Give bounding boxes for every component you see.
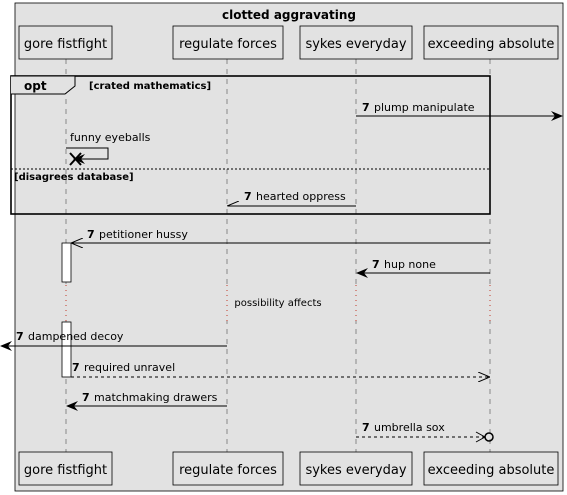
- message-label: umbrella sox: [374, 421, 445, 434]
- message-label: required unravel: [84, 361, 175, 374]
- circle-endpoint-icon: [484, 432, 494, 442]
- message: 7 umbrella sox: [356, 421, 494, 443]
- message-number: 7: [362, 101, 370, 114]
- message: 7 required unravel: [71, 361, 489, 377]
- message: 7 matchmaking drawers: [66, 391, 227, 411]
- message-label: hup none: [384, 258, 436, 271]
- fragment-guard: [crated mathematics]: [89, 81, 211, 92]
- message-label: dampened decoy: [28, 330, 124, 343]
- participant-label: exceeding absolute: [428, 463, 555, 478]
- diagram-frame: [14, 2, 564, 492]
- activation-bar: [61, 321, 72, 378]
- participant-label: gore fistfight: [24, 37, 107, 52]
- participant-label: gore fistfight: [24, 463, 107, 478]
- message-number: 7: [82, 391, 90, 404]
- participant-label: regulate forces: [179, 37, 277, 52]
- fragment-keyword: opt: [24, 79, 47, 93]
- participant-gore-fistfight-bottom: gore fistfight: [18, 451, 113, 486]
- message-label: petitioner hussy: [99, 228, 188, 241]
- participant-sykes-everyday-top: sykes everyday: [299, 25, 413, 60]
- message-label: matchmaking drawers: [94, 391, 218, 404]
- delay-label: possibility affects: [234, 298, 321, 309]
- message-number: 7: [72, 361, 80, 374]
- opt-fragment: opt [crated mathematics] [disagrees data…: [10, 75, 491, 215]
- message: 7 hup none: [356, 258, 490, 278]
- message: 7 petitioner hussy: [72, 228, 490, 243]
- participant-gore-fistfight-top: gore fistfight: [18, 25, 113, 60]
- message: funny eyeballs: [66, 131, 151, 166]
- participant-label: regulate forces: [179, 463, 277, 478]
- destroy-icon: [69, 152, 82, 166]
- participant-label: exceeding absolute: [428, 37, 555, 52]
- participant-label: sykes everyday: [305, 37, 406, 52]
- message-label: funny eyeballs: [70, 131, 151, 144]
- activation-bar: [61, 242, 72, 283]
- message-label: hearted oppress: [256, 190, 346, 203]
- message: 7 hearted oppress: [228, 190, 356, 207]
- message: 7 dampened decoy: [0, 330, 227, 351]
- message-number: 7: [244, 190, 252, 203]
- message-label: plump manipulate: [374, 101, 475, 114]
- fragment-guard: [disagrees database]: [14, 172, 134, 183]
- participant-exceeding-absolute-top: exceeding absolute: [423, 25, 559, 60]
- participant-sykes-everyday-bottom: sykes everyday: [299, 451, 413, 486]
- delay-gap: [20, 285, 560, 321]
- message-number: 7: [16, 330, 24, 343]
- diagram-title: clotted aggravating: [222, 8, 356, 22]
- participant-label: sykes everyday: [305, 463, 406, 478]
- message-number: 7: [362, 421, 370, 434]
- participant-exceeding-absolute-bottom: exceeding absolute: [423, 451, 559, 486]
- participant-regulate-forces-top: regulate forces: [172, 25, 284, 60]
- message-number: 7: [87, 228, 95, 241]
- message-number: 7: [372, 258, 380, 271]
- message: 7 plump manipulate: [356, 101, 563, 121]
- participant-regulate-forces-bottom: regulate forces: [172, 451, 284, 486]
